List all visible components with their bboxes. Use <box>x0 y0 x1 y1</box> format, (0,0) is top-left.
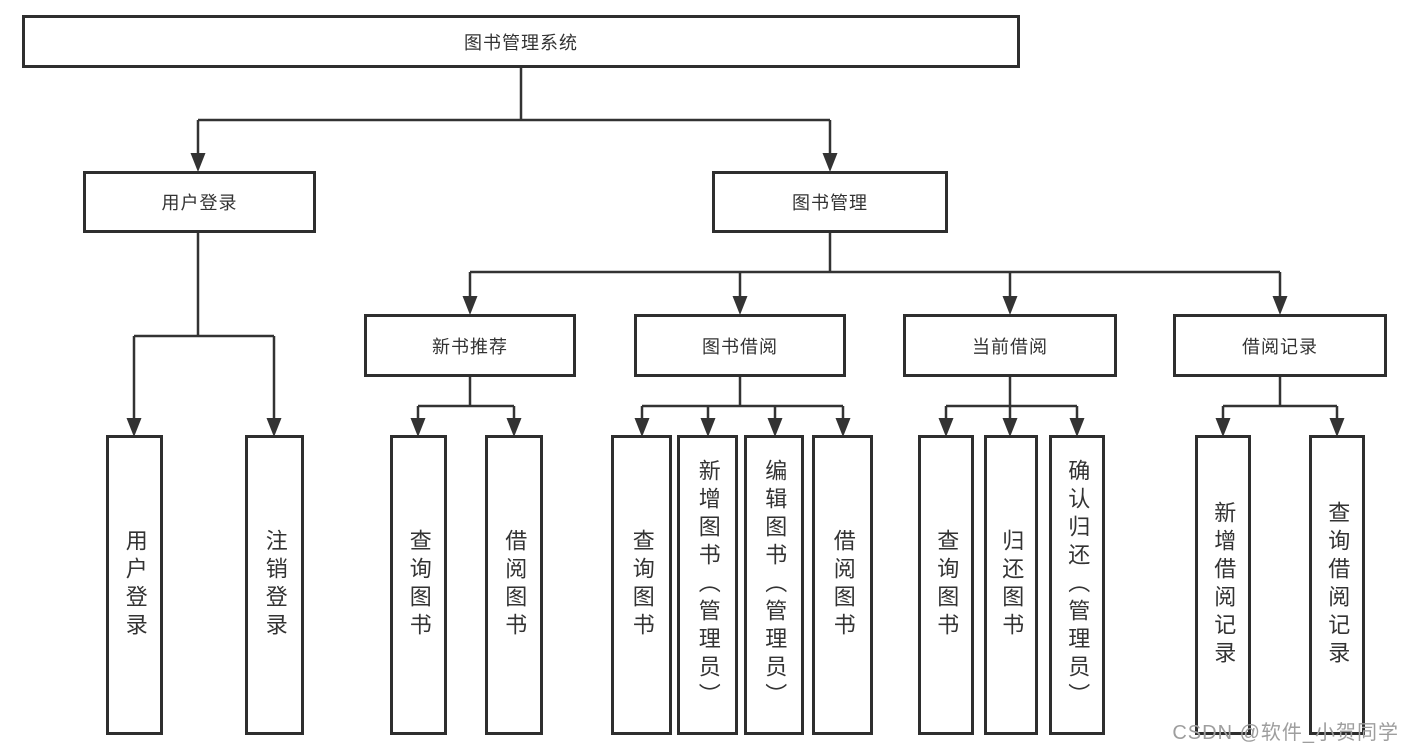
node-label: 新书推荐 <box>432 336 508 357</box>
node-label: 新增图书（管理员） <box>695 459 721 711</box>
node-label: 当前借阅 <box>972 336 1048 357</box>
csdn-watermark: CSDN @软件_小贺同学 <box>1172 722 1399 744</box>
node-label: 注销登录 <box>262 529 288 641</box>
leaf-query-books-current: 查询图书 <box>918 435 974 735</box>
node-label: 查询图书 <box>629 529 655 641</box>
leaf-borrow-books-borrowing: 借阅图书 <box>812 435 873 735</box>
leaf-return-books: 归还图书 <box>984 435 1038 735</box>
node-label: 确认归还（管理员） <box>1065 459 1091 711</box>
node-label: 借阅记录 <box>1242 336 1318 357</box>
leaf-add-books-admin: 新增图书（管理员） <box>677 435 738 735</box>
node-user-login: 用户登录 <box>83 171 316 233</box>
node-label: 用户登录 <box>161 193 238 213</box>
leaf-query-borrow-record: 查询借阅记录 <box>1309 435 1365 735</box>
node-label: 图书借阅 <box>702 336 778 357</box>
leaf-query-books-recommend: 查询图书 <box>390 435 447 735</box>
node-label: 归还图书 <box>999 529 1025 641</box>
leaf-user-login: 用户登录 <box>106 435 163 735</box>
node-label: 图书管理系统 <box>464 32 578 53</box>
leaf-logout: 注销登录 <box>245 435 304 735</box>
leaf-borrow-books-recommend: 借阅图书 <box>485 435 543 735</box>
node-label: 编辑图书（管理员） <box>762 459 788 711</box>
node-label: 借阅图书 <box>502 529 528 641</box>
node-book-management: 图书管理 <box>712 171 948 233</box>
leaf-query-books-borrowing: 查询图书 <box>611 435 672 735</box>
node-book-borrowing: 图书借阅 <box>634 314 846 377</box>
node-current-borrowing: 当前借阅 <box>903 314 1117 377</box>
leaf-edit-books-admin: 编辑图书（管理员） <box>744 435 804 735</box>
node-library-management-system: 图书管理系统 <box>22 15 1020 68</box>
node-label: 查询借阅记录 <box>1325 501 1351 669</box>
node-label: 查询图书 <box>406 529 432 641</box>
node-label: 新增借阅记录 <box>1211 501 1237 669</box>
node-label: 借阅图书 <box>830 529 856 641</box>
node-label: 用户登录 <box>122 529 148 641</box>
node-new-book-recommendation: 新书推荐 <box>364 314 576 377</box>
node-borrowing-records: 借阅记录 <box>1173 314 1387 377</box>
leaf-add-borrow-record: 新增借阅记录 <box>1195 435 1251 735</box>
leaf-confirm-return-admin: 确认归还（管理员） <box>1049 435 1105 735</box>
node-label: 查询图书 <box>934 529 960 641</box>
node-label: 图书管理 <box>792 193 868 213</box>
